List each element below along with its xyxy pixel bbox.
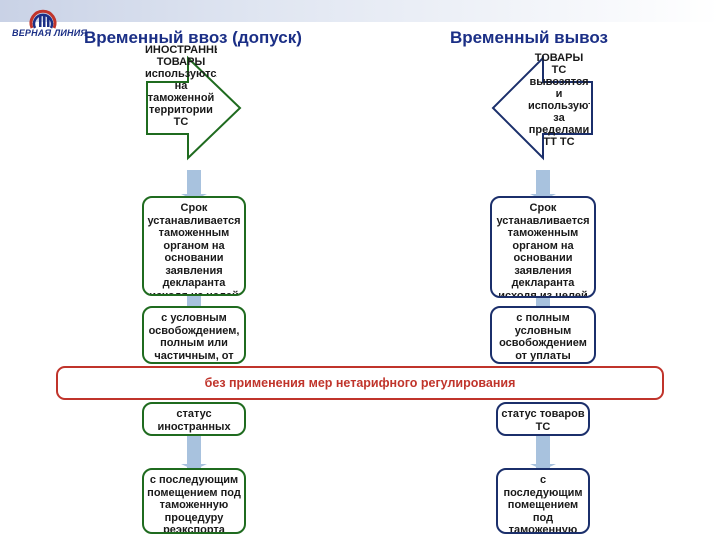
import-arrow-icon <box>146 55 242 161</box>
connector-left-1 <box>187 170 201 196</box>
connector-left-3 <box>187 434 201 468</box>
connector-left-2 <box>187 296 201 308</box>
connector-left-3-head <box>181 464 207 470</box>
import-term-text: Срок устанавливается таможенным органом … <box>147 202 241 296</box>
export-relief-text: с полным условным освобождением от уплат… <box>499 312 587 362</box>
logo-text: ВЕРНАЯ ЛИНИЯ <box>12 28 88 38</box>
non-tariff-banner: без применения мер нетарифного регулиров… <box>56 366 664 400</box>
import-arrow-text: ИНОСТРАННЫЕ ТОВАРЫ используются на тамож… <box>145 44 217 128</box>
export-relief-box: с полным условным освобождением от уплат… <box>490 306 596 364</box>
import-term-box: Срок устанавливается таможенным органом … <box>142 196 246 296</box>
heading-temporary-export: Временный вывоз <box>450 28 608 47</box>
non-tariff-banner-text: без применения мер нетарифного регулиров… <box>204 376 516 390</box>
export-arrow-text: ТОВАРЫ ТС вывозятся и используются за пр… <box>528 52 590 148</box>
export-term-text: Срок устанавливается таможенным органом … <box>496 202 590 298</box>
import-status-text: статус иностранных товаров сохраняется и… <box>157 408 231 434</box>
top-decor-bar <box>0 0 720 22</box>
connector-right-1 <box>536 170 550 196</box>
export-status-text: статус товаров ТС утрачивается при факти… <box>501 408 585 434</box>
import-status-box: статус иностранных товаров сохраняется и… <box>142 402 246 436</box>
export-reimport-text: с последующим помещением под таможенную … <box>503 474 583 534</box>
import-relief-box: с условным освобождением, полным или час… <box>142 306 246 364</box>
connector-right-3 <box>536 434 550 468</box>
export-term-box: Срок устанавливается таможенным органом … <box>490 196 596 298</box>
export-arrow-icon <box>491 55 593 161</box>
connector-right-2 <box>536 298 550 308</box>
company-logo-icon <box>29 9 57 29</box>
import-relief-text: с условным освобождением, полным или час… <box>148 312 240 362</box>
import-reexport-text: с последующим помещением под таможенную … <box>147 474 241 534</box>
heading-temporary-import: Временный ввоз (допуск) <box>84 28 302 47</box>
export-status-box: статус товаров ТС утрачивается при факти… <box>496 402 590 436</box>
import-reexport-box: с последующим помещением под таможенную … <box>142 468 246 534</box>
connector-right-3-head <box>530 464 556 470</box>
export-reimport-box: с последующим помещением под таможенную … <box>496 468 590 534</box>
